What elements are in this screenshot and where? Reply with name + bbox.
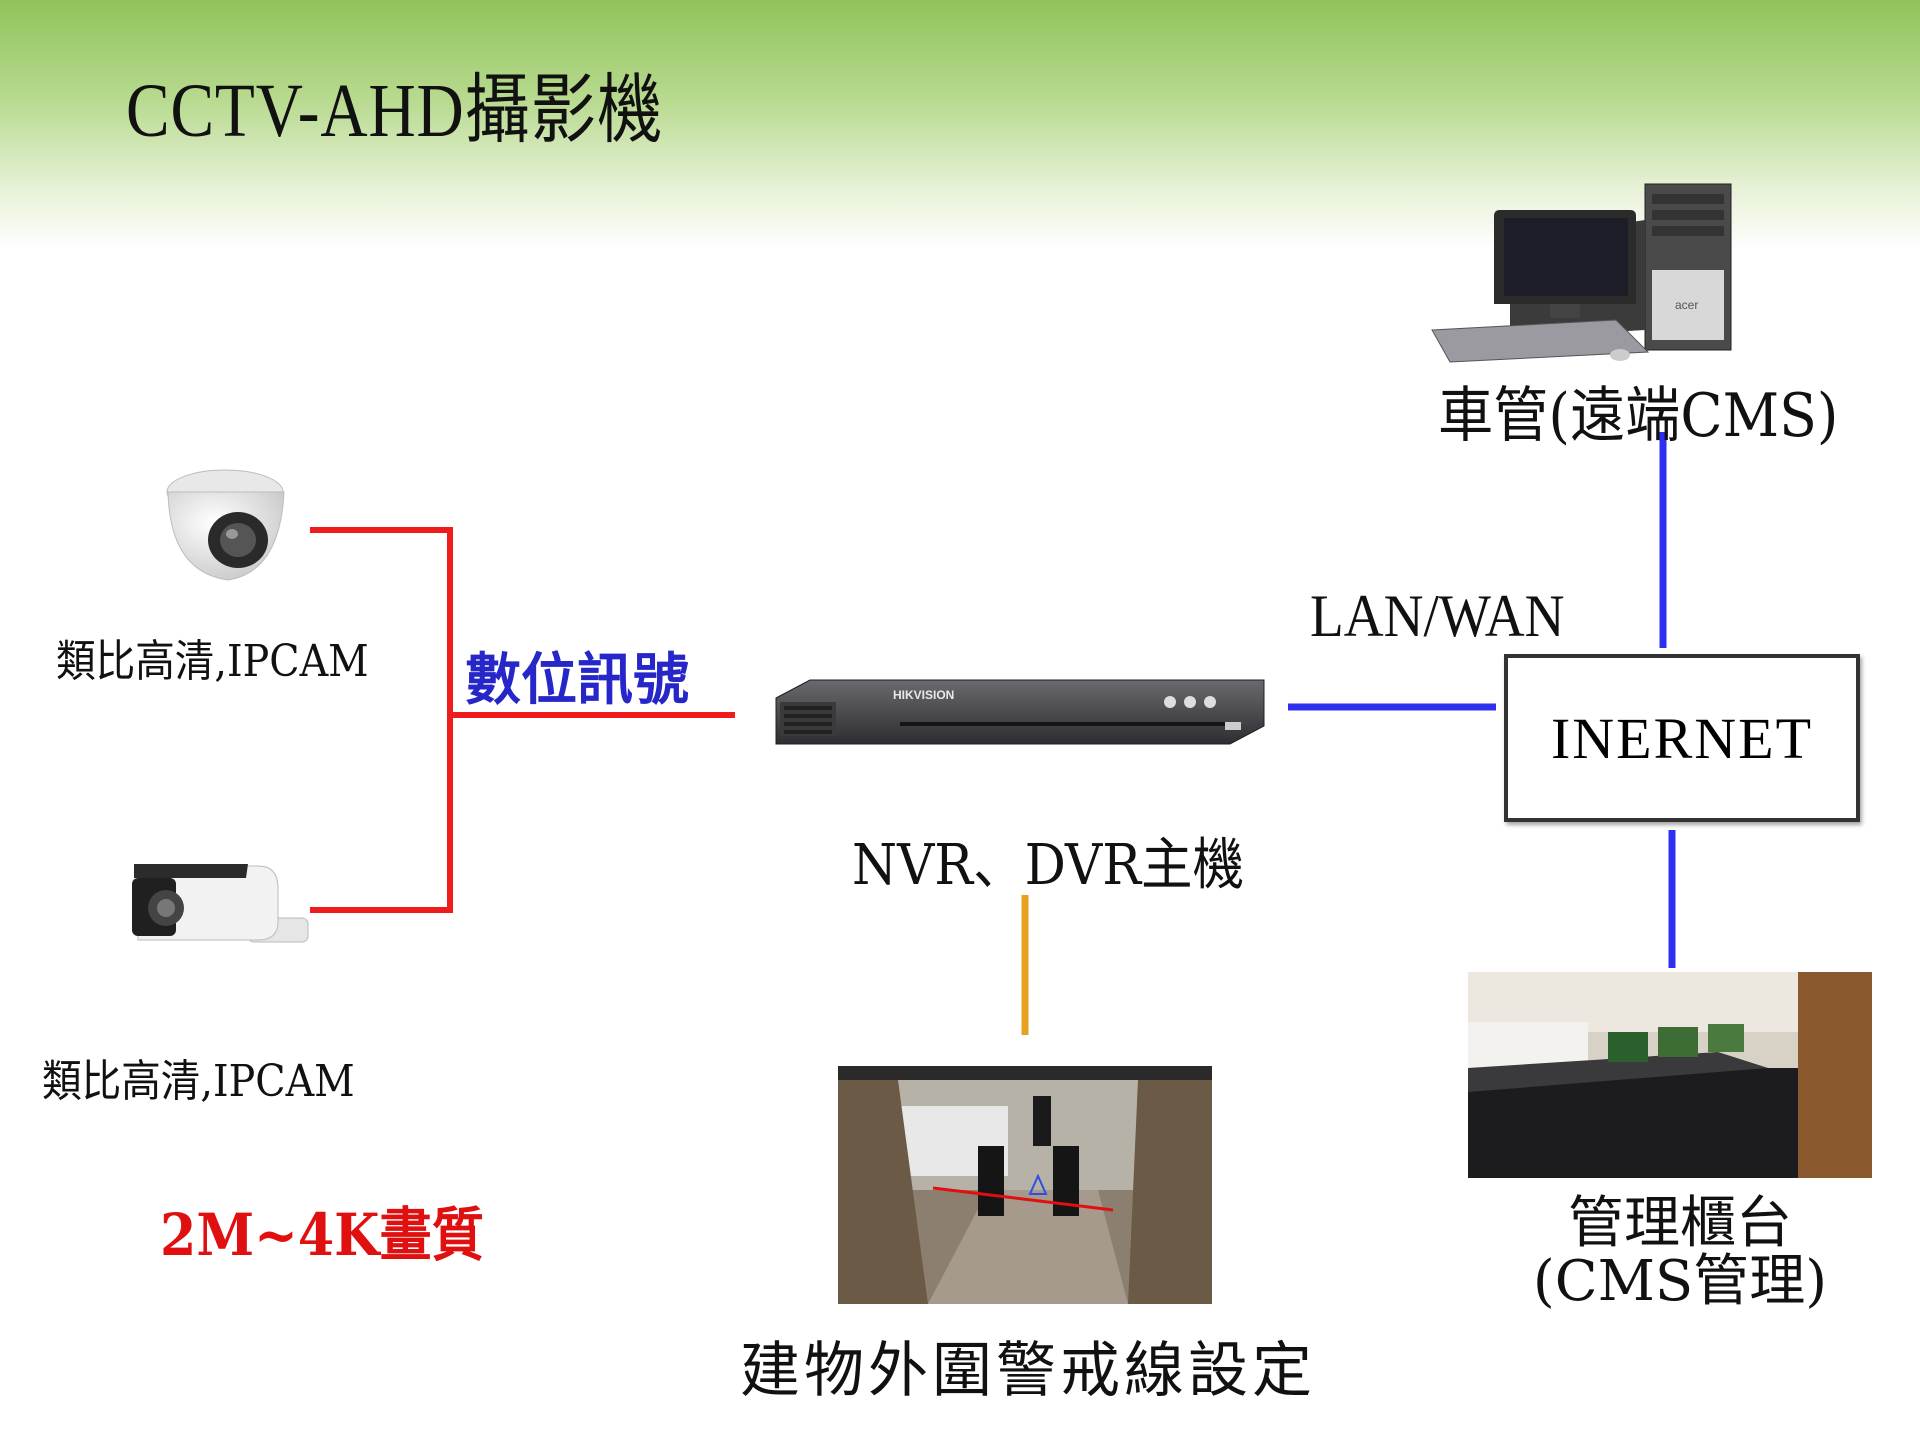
network-label: LAN/WAN	[1310, 583, 1565, 649]
counter-label: 管理櫃台 (CMS管理)	[1532, 1191, 1828, 1314]
nvr-brand-label: HIKVISION	[893, 688, 955, 702]
nvr-label: NVR、DVR主機	[852, 833, 1245, 898]
pc-brand-label: acer	[1675, 298, 1699, 312]
nvr-device-icon	[775, 679, 1265, 745]
page-title: CCTV-AHD攝影機	[126, 69, 664, 153]
dome-camera-link	[310, 527, 453, 913]
camera-label: 類比高清,IPCAM	[42, 1056, 355, 1107]
surveillance-view-image	[838, 1066, 1212, 1304]
desktop-computer-icon	[1431, 183, 1732, 363]
internet-box: INERNET	[1504, 654, 1860, 822]
camera-label: 類比高清,IPCAM	[56, 636, 369, 687]
bullet-camera-icon	[132, 864, 309, 943]
signal-label: 數位訊號	[465, 647, 689, 713]
quality-label: 2M~4K畫質	[160, 1201, 484, 1269]
header-band	[0, 0, 1920, 250]
dome-camera-icon	[166, 469, 285, 581]
network-links	[1288, 432, 1676, 968]
remote-label: 車管(遠端CMS)	[1438, 381, 1839, 451]
internet-label: INERNET	[1550, 705, 1814, 771]
reception-counter-image	[1468, 972, 1872, 1178]
fence-label: 建物外圍警戒線設定	[740, 1336, 1316, 1406]
camera-links	[310, 527, 735, 913]
